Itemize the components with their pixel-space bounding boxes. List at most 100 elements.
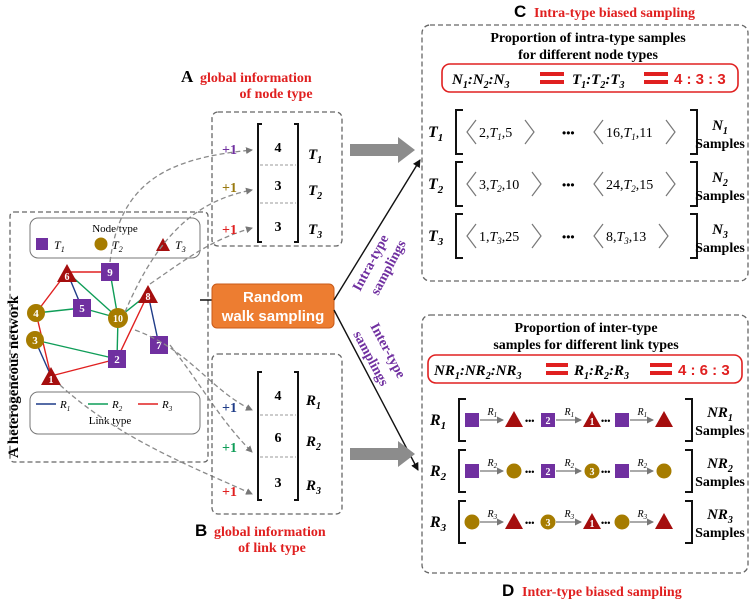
svg-text:7: 7 xyxy=(156,340,162,352)
node-9: 9 xyxy=(101,263,119,281)
panel-b-inc-1: +1 xyxy=(222,401,237,416)
intra-row-type: T3 xyxy=(428,228,444,248)
inter-row-samples: Samples xyxy=(695,424,745,439)
panel-b-inc-2: +1 xyxy=(222,441,237,456)
link-type-legend: R1 R2 R3 Link type xyxy=(29,391,201,435)
panel-b-title-2: of link type xyxy=(238,541,306,556)
intra-row-samples: Samples xyxy=(695,189,745,204)
svg-text:R3: R3 xyxy=(564,509,575,521)
panel-b: +1 +1 +1 4 6 3 R1 R2 R3 B global informa… xyxy=(195,353,343,556)
legend-r3: R3 xyxy=(161,399,173,413)
inter-row-ellipsis: ••• xyxy=(525,518,534,528)
panel-a-label-1: T1 xyxy=(308,147,322,166)
network-title: A heterogeneous network xyxy=(6,295,22,458)
panel-d-equals-2 xyxy=(650,363,672,375)
intra-row-samples: Samples xyxy=(695,241,745,256)
node-4: 4 xyxy=(27,304,45,322)
intra-row-last-sample: 16,T1,11 xyxy=(593,119,676,145)
intra-arrow xyxy=(333,159,421,301)
intra-row-type: T2 xyxy=(428,176,444,196)
gray-arrows xyxy=(350,137,415,467)
network-panel: A heterogeneous network Node type T1 T2 … xyxy=(6,211,209,463)
panel-c-heading-1: Proportion of intra-type samples xyxy=(490,31,686,46)
intra-row-count: N1 xyxy=(711,118,728,137)
inter-row-samples: Samples xyxy=(695,526,745,541)
legend-t1: T1 xyxy=(54,238,65,254)
random-walk-line2: walk sampling xyxy=(221,308,325,325)
legend-r1: R1 xyxy=(59,399,70,413)
node-5: 5 xyxy=(73,299,91,317)
panel-c-equals xyxy=(540,72,564,84)
svg-text:2: 2 xyxy=(114,354,120,366)
panel-c-heading-2: for different node types xyxy=(518,48,658,63)
svg-text:3,T2,10: 3,T2,10 xyxy=(479,178,519,194)
svg-text:2: 2 xyxy=(546,416,551,427)
panel-a-inc-3: +1 xyxy=(222,223,237,238)
panel-c-letter: C xyxy=(514,2,526,21)
svg-text:3: 3 xyxy=(546,518,551,529)
node-2: 2 xyxy=(108,350,126,368)
panel-a-inc-1: +1 xyxy=(222,143,237,158)
legend-t2: T2 xyxy=(112,238,123,254)
legend-t3: T3 xyxy=(175,238,186,254)
svg-text:9: 9 xyxy=(107,267,113,279)
panel-a-title-2: of node type xyxy=(239,87,312,102)
node-10: 10 xyxy=(108,308,128,328)
panel-d-heading-1: Proportion of inter-type xyxy=(514,321,657,336)
node-1: 1 xyxy=(41,367,61,386)
svg-text:R3: R3 xyxy=(487,509,498,521)
intra-row-last-sample: 24,T2,15 xyxy=(593,171,676,197)
svg-text:3: 3 xyxy=(32,335,38,347)
panel-d-title: Inter-type biased sampling xyxy=(522,585,682,600)
panel-c-ratio-mid: T1:T2:T3 xyxy=(572,72,625,91)
intra-row-first-sample: 3,T2,10 xyxy=(466,171,542,197)
inter-row-type: R3 xyxy=(429,514,447,534)
inter-row-type: R1 xyxy=(429,412,446,432)
intra-row-ellipsis: ••• xyxy=(562,178,575,192)
inter-row-count: NR3 xyxy=(706,507,733,526)
panel-d-heading-2: samples for different link types xyxy=(493,338,679,353)
intra-row-count: N2 xyxy=(711,170,728,189)
inter-row-ellipsis: ••• xyxy=(525,467,534,477)
panel-b-label-1: R1 xyxy=(305,393,321,412)
panel-d-ratio-left: NR1:NR2:NR3 xyxy=(433,363,522,382)
inter-arrow xyxy=(333,309,419,471)
panel-a: A global information of node type +1 +1 … xyxy=(181,67,343,247)
inter-row-samples: Samples xyxy=(695,475,745,490)
random-walk-line1: Random xyxy=(243,289,303,306)
inter-row-count: NR2 xyxy=(706,456,733,475)
svg-text:8: 8 xyxy=(146,292,151,303)
panel-c: C Intra-type biased sampling Proportion … xyxy=(421,2,749,282)
node-6: 6 xyxy=(57,264,77,283)
intra-row-last-sample: 8,T3,13 xyxy=(593,223,669,249)
panel-a-title-1: global information xyxy=(200,71,312,86)
panel-a-label-3: T3 xyxy=(308,222,322,241)
panel-a-val-3: 3 xyxy=(275,220,282,235)
panel-d-equals xyxy=(546,363,568,375)
svg-text:R1: R1 xyxy=(637,407,648,419)
svg-text:6: 6 xyxy=(65,272,70,283)
svg-text:10: 10 xyxy=(113,314,123,325)
svg-text:3: 3 xyxy=(590,467,595,478)
panel-a-letter: A xyxy=(181,67,194,86)
panel-a-inc-2: +1 xyxy=(222,181,237,196)
panel-b-val-2: 6 xyxy=(275,431,282,446)
panel-c-ratio-left: N1:N2:N3 xyxy=(451,72,510,91)
inter-row-ellipsis: ••• xyxy=(601,518,610,528)
panel-a-label-2: T2 xyxy=(308,183,322,202)
intra-row-samples: Samples xyxy=(695,137,745,152)
intra-row-first-sample: 1,T3,25 xyxy=(466,223,542,249)
panel-d-ratio-value: 4 : 6 : 3 xyxy=(678,362,730,379)
panel-b-label-2: R2 xyxy=(305,434,321,453)
random-walk-box: Random walk sampling xyxy=(200,283,335,329)
svg-text:5: 5 xyxy=(79,303,85,315)
panel-c-equals-2 xyxy=(644,72,668,84)
panel-b-inc-3: +1 xyxy=(222,485,237,500)
panel-d-letter: D xyxy=(502,581,514,600)
